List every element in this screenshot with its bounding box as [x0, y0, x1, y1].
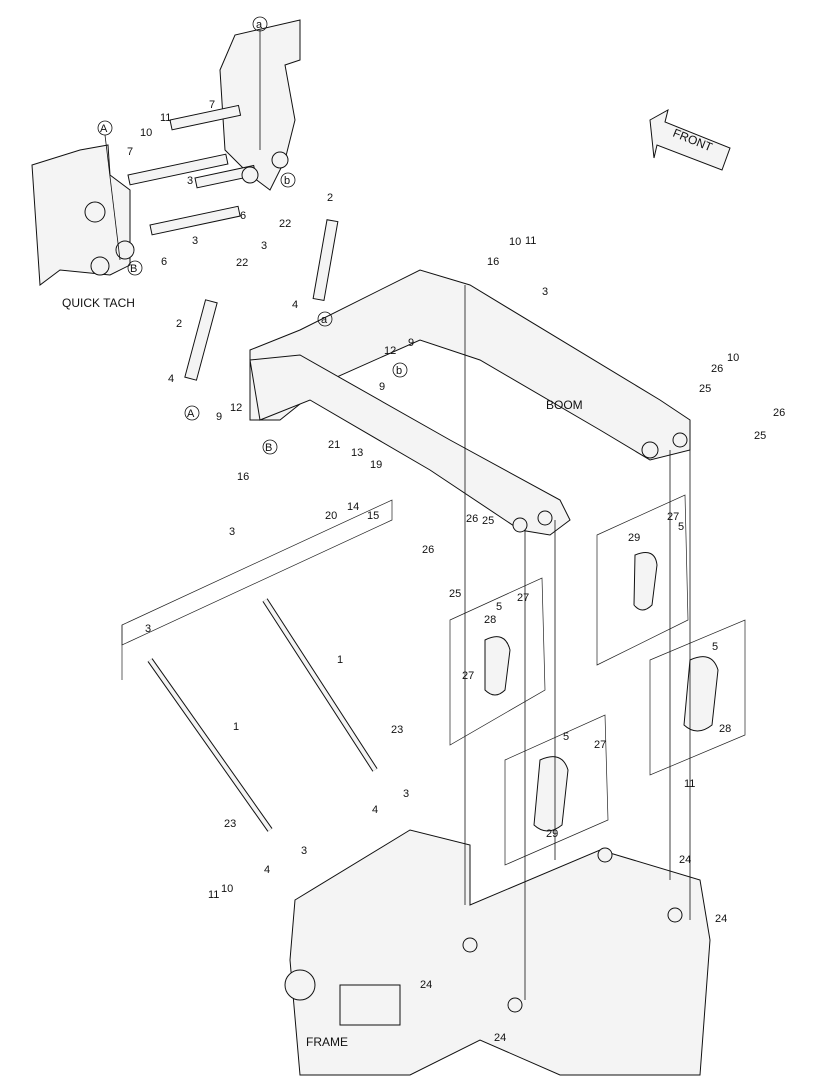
callout: 3: [261, 240, 267, 252]
ref-A-boom: [184, 405, 200, 421]
callout: 1: [233, 721, 239, 733]
callout: 3: [145, 623, 151, 635]
callout: 25: [754, 430, 766, 442]
callout: 22: [279, 218, 291, 230]
callout: 10: [140, 127, 152, 139]
callout: 24: [494, 1032, 506, 1044]
callout: 7: [127, 146, 133, 158]
callout: 11: [208, 889, 219, 901]
quick-tach-label: QUICK TACH: [62, 296, 135, 310]
callout: 28: [484, 614, 496, 626]
callout: 15: [367, 510, 379, 522]
callout: 25: [482, 515, 494, 527]
svg-text:A: A: [187, 408, 195, 420]
boom-label: BOOM: [546, 398, 583, 412]
upper-cylinders: [184, 219, 339, 381]
callout: 27: [517, 592, 529, 604]
ref-A-top: [97, 120, 113, 136]
callout: 13: [351, 447, 363, 459]
callout: 2: [176, 318, 182, 330]
callout: 3: [187, 175, 193, 187]
frame: FRAME: [284, 829, 711, 1076]
callout: 9: [408, 337, 414, 349]
link-plate-boxes: [449, 494, 746, 866]
callout: 11: [160, 112, 171, 124]
callouts: 1 1 2 2 3 3 3 3 3 3 3 3 4 4 4 4 5 5 5 5 …: [127, 99, 785, 1044]
callout: 26: [466, 513, 478, 525]
svg-text:a: a: [321, 314, 328, 326]
ref-b-top: [280, 172, 296, 188]
callout: 12: [230, 402, 242, 414]
callout: 27: [594, 739, 606, 751]
front-arrow: FRONT: [649, 109, 731, 171]
svg-text:A: A: [100, 123, 108, 135]
callout: 11: [525, 235, 536, 247]
callout: 3: [301, 845, 307, 857]
callout: 22: [236, 257, 248, 269]
ref-a-boom: [317, 311, 333, 327]
ref-B-top: [127, 260, 143, 276]
callout: 10: [509, 236, 521, 248]
svg-text:B: B: [130, 263, 137, 275]
callout: 26: [711, 363, 723, 375]
callout: 3: [192, 235, 198, 247]
ref-a-top: [252, 16, 268, 32]
callout: 3: [229, 526, 235, 538]
svg-text:a: a: [256, 19, 263, 31]
callout: 3: [542, 286, 548, 298]
callout: 24: [679, 854, 691, 866]
callout: 25: [699, 383, 711, 395]
callout: 1: [337, 654, 343, 666]
callout: 24: [715, 913, 727, 925]
callout: 16: [487, 256, 499, 268]
callout: 23: [391, 724, 403, 736]
callout: 3: [403, 788, 409, 800]
callout: 27: [667, 511, 679, 523]
callout: 4: [168, 373, 174, 385]
callout: 24: [420, 979, 432, 991]
svg-text:b: b: [396, 365, 402, 377]
callout: 4: [372, 804, 378, 816]
callout: 27: [462, 670, 474, 682]
callout: 19: [370, 459, 382, 471]
circle-refs: a b A B a b A B: [97, 16, 408, 455]
callout: 5: [678, 521, 684, 533]
callout: 10: [727, 352, 739, 364]
callout: 4: [292, 299, 298, 311]
callout: 12: [384, 345, 396, 357]
ref-b-boom: [392, 362, 408, 378]
callout: 6: [240, 210, 246, 222]
callout: 11: [684, 778, 695, 790]
boom: BOOM: [249, 269, 691, 536]
callout: 23: [224, 818, 236, 830]
svg-text:b: b: [284, 175, 290, 187]
callout: 16: [237, 471, 249, 483]
callout: 26: [773, 407, 785, 419]
callout: 5: [496, 601, 502, 613]
callout: 14: [347, 501, 359, 513]
quick-tach-assembly: QUICK TACH: [31, 19, 301, 310]
callout: 20: [325, 510, 337, 522]
callout: 7: [209, 99, 215, 111]
callout: 25: [449, 588, 461, 600]
callout: 29: [546, 828, 558, 840]
long-links: [121, 499, 393, 832]
callout: 21: [328, 439, 340, 451]
svg-text:B: B: [265, 442, 272, 454]
leader-lines: [464, 285, 691, 1000]
callout: 28: [719, 723, 731, 735]
callout: 5: [563, 731, 569, 743]
frame-label: FRAME: [306, 1035, 348, 1049]
callout: 26: [422, 544, 434, 556]
callout: 4: [264, 864, 270, 876]
callout: 5: [712, 641, 718, 653]
callout: 10: [221, 883, 233, 895]
ref-B-boom: [262, 439, 278, 455]
callout: 9: [216, 411, 222, 423]
callout: 6: [161, 256, 167, 268]
callout: 9: [379, 381, 385, 393]
callout: 2: [327, 192, 333, 204]
callout: 29: [628, 532, 640, 544]
